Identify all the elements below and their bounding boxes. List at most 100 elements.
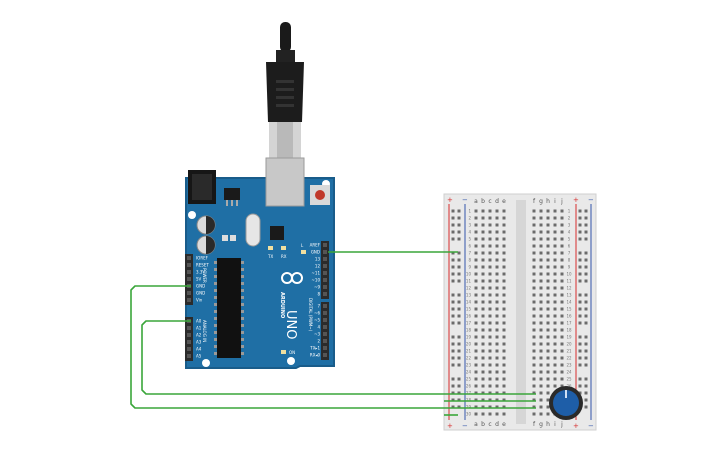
breadboard-hole[interactable] — [532, 279, 536, 283]
rail-hole[interactable] — [457, 335, 461, 339]
breadboard-hole[interactable] — [502, 363, 506, 367]
rail-hole[interactable] — [451, 216, 455, 220]
breadboard-hole[interactable] — [560, 293, 564, 297]
breadboard-hole[interactable] — [532, 216, 536, 220]
breadboard-hole[interactable] — [481, 335, 485, 339]
breadboard-hole[interactable] — [546, 258, 550, 262]
rail-hole[interactable] — [451, 265, 455, 269]
header-pin[interactable] — [323, 346, 327, 350]
rail-hole[interactable] — [578, 230, 582, 234]
breadboard-hole[interactable] — [539, 412, 543, 416]
usb-cable[interactable] — [266, 22, 304, 158]
breadboard-hole[interactable] — [532, 237, 536, 241]
breadboard-hole[interactable] — [560, 279, 564, 283]
breadboard-hole[interactable] — [502, 230, 506, 234]
breadboard-hole[interactable] — [532, 391, 536, 395]
breadboard-hole[interactable] — [546, 230, 550, 234]
breadboard-hole[interactable] — [481, 237, 485, 241]
breadboard-hole[interactable] — [481, 258, 485, 262]
rail-hole[interactable] — [578, 258, 582, 262]
breadboard-hole[interactable] — [474, 405, 478, 409]
breadboard-hole[interactable] — [488, 251, 492, 255]
breadboard-hole[interactable] — [488, 384, 492, 388]
breadboard-hole[interactable] — [481, 342, 485, 346]
breadboard-hole[interactable] — [502, 377, 506, 381]
breadboard-hole[interactable] — [553, 328, 557, 332]
breadboard-hole[interactable] — [539, 391, 543, 395]
breadboard-hole[interactable] — [546, 370, 550, 374]
rail-hole[interactable] — [457, 209, 461, 213]
breadboard-hole[interactable] — [474, 251, 478, 255]
breadboard-hole[interactable] — [481, 356, 485, 360]
breadboard-hole[interactable] — [474, 286, 478, 290]
breadboard-hole[interactable] — [539, 370, 543, 374]
breadboard-hole[interactable] — [560, 251, 564, 255]
rail-hole[interactable] — [451, 237, 455, 241]
breadboard-hole[interactable] — [553, 307, 557, 311]
rail-hole[interactable] — [584, 405, 588, 409]
breadboard-hole[interactable] — [546, 398, 550, 402]
header-pin[interactable] — [187, 354, 191, 358]
header-pin[interactable] — [323, 311, 327, 315]
breadboard-hole[interactable] — [560, 272, 564, 276]
rail-hole[interactable] — [578, 223, 582, 227]
breadboard-hole[interactable] — [532, 412, 536, 416]
breadboard-hole[interactable] — [495, 356, 499, 360]
rail-hole[interactable] — [457, 314, 461, 318]
breadboard-hole[interactable] — [532, 286, 536, 290]
breadboard-hole[interactable] — [474, 370, 478, 374]
breadboard-hole[interactable] — [532, 265, 536, 269]
breadboard-hole[interactable] — [474, 398, 478, 402]
rail-hole[interactable] — [578, 335, 582, 339]
rail-hole[interactable] — [584, 300, 588, 304]
breadboard-hole[interactable] — [560, 230, 564, 234]
rail-hole[interactable] — [578, 307, 582, 311]
breadboard-hole[interactable] — [502, 244, 506, 248]
breadboard-hole[interactable] — [560, 300, 564, 304]
header-pin[interactable] — [187, 340, 191, 344]
breadboard-hole[interactable] — [546, 321, 550, 325]
breadboard-hole[interactable] — [560, 244, 564, 248]
rail-hole[interactable] — [457, 363, 461, 367]
breadboard-hole[interactable] — [502, 384, 506, 388]
breadboard-hole[interactable] — [532, 307, 536, 311]
breadboard-hole[interactable] — [481, 398, 485, 402]
rail-hole[interactable] — [457, 223, 461, 227]
rail-hole[interactable] — [457, 384, 461, 388]
rail-hole[interactable] — [451, 251, 455, 255]
breadboard-hole[interactable] — [495, 314, 499, 318]
breadboard-hole[interactable] — [546, 391, 550, 395]
breadboard-hole[interactable] — [553, 272, 557, 276]
breadboard-hole[interactable] — [532, 398, 536, 402]
rail-hole[interactable] — [578, 272, 582, 276]
rail-hole[interactable] — [578, 356, 582, 360]
header-pin[interactable] — [323, 325, 327, 329]
rail-hole[interactable] — [584, 237, 588, 241]
breadboard-hole[interactable] — [481, 307, 485, 311]
breadboard-hole[interactable] — [488, 223, 492, 227]
breadboard-hole[interactable] — [502, 258, 506, 262]
rail-hole[interactable] — [584, 279, 588, 283]
breadboard-hole[interactable] — [532, 321, 536, 325]
breadboard-hole[interactable] — [532, 300, 536, 304]
rail-hole[interactable] — [457, 307, 461, 311]
breadboard-hole[interactable] — [481, 300, 485, 304]
breadboard-hole[interactable] — [481, 286, 485, 290]
rail-hole[interactable] — [584, 272, 588, 276]
breadboard-hole[interactable] — [539, 272, 543, 276]
rail-hole[interactable] — [457, 251, 461, 255]
breadboard-hole[interactable] — [474, 258, 478, 262]
breadboard-hole[interactable] — [502, 293, 506, 297]
breadboard-hole[interactable] — [488, 398, 492, 402]
header-pin[interactable] — [323, 257, 327, 261]
rail-hole[interactable] — [578, 237, 582, 241]
breadboard-hole[interactable] — [560, 335, 564, 339]
breadboard-hole[interactable] — [546, 300, 550, 304]
breadboard-hole[interactable] — [481, 272, 485, 276]
breadboard-hole[interactable] — [560, 328, 564, 332]
breadboard-hole[interactable] — [488, 349, 492, 353]
breadboard-hole[interactable] — [553, 279, 557, 283]
breadboard-hole[interactable] — [474, 321, 478, 325]
breadboard-hole[interactable] — [495, 272, 499, 276]
breadboard-hole[interactable] — [502, 209, 506, 213]
